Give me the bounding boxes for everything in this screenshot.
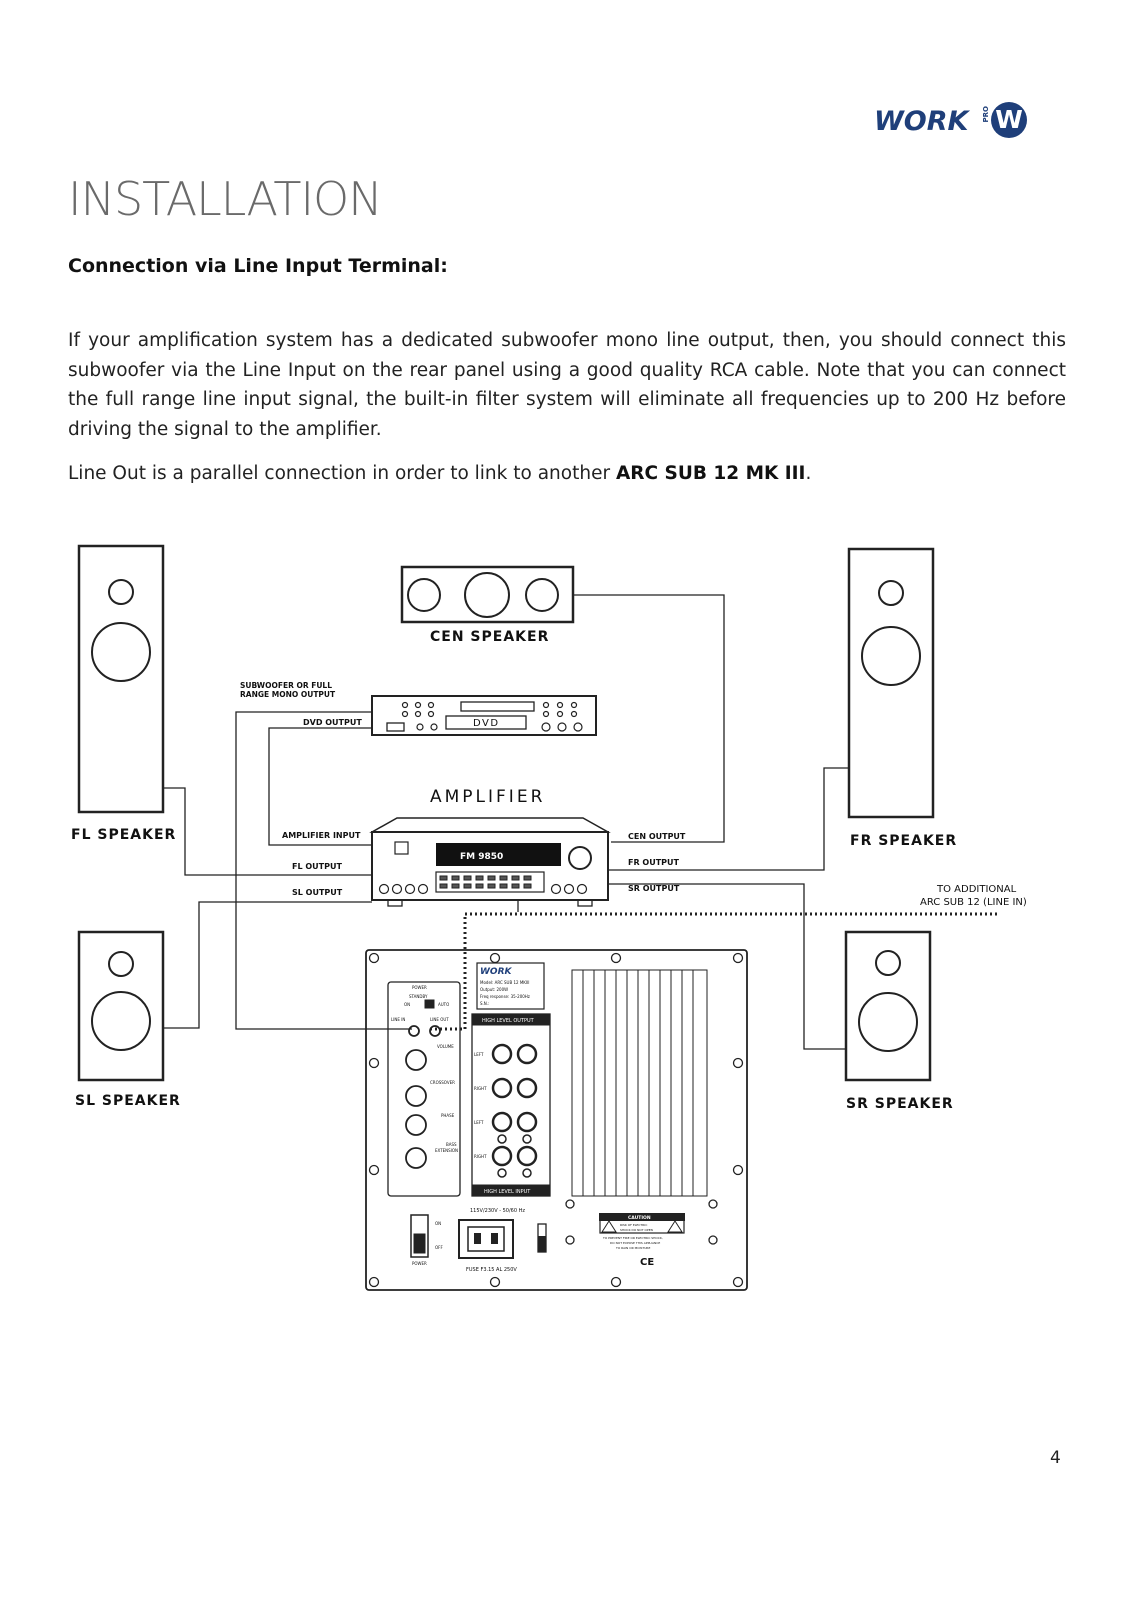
line-in-label: LINE IN bbox=[391, 1017, 405, 1022]
body-paragraph-2: Line Out is a parallel connection in ord… bbox=[68, 459, 1066, 489]
sl-output-label: SL OUTPUT bbox=[292, 888, 343, 897]
voltage-label: 115V/230V - 50/60 Hz bbox=[470, 1208, 525, 1214]
dvd-player-icon bbox=[371, 695, 597, 736]
logo-pro-label: PRO bbox=[982, 106, 990, 123]
sl-speaker-icon bbox=[77, 930, 165, 1082]
warning-line-2: DO NOT EXPOSE THIS APPLIANCE bbox=[610, 1241, 660, 1245]
section-heading: Connection via Line Input Terminal: bbox=[68, 255, 448, 277]
fr-output-label: FR OUTPUT bbox=[628, 858, 680, 867]
subwoofer-rear-panel bbox=[365, 949, 748, 1291]
wiring bbox=[163, 594, 849, 1050]
sr-output-label: SR OUTPUT bbox=[628, 884, 680, 893]
right-out-label: RIGHT bbox=[474, 1086, 487, 1091]
amplifier-input-label: AMPLIFIER INPUT bbox=[282, 831, 361, 840]
panel-output: Output: 200W bbox=[480, 987, 508, 992]
cen-output-label: CEN OUTPUT bbox=[628, 832, 686, 841]
fl-speaker-icon bbox=[77, 544, 165, 814]
panel-logo: WORK bbox=[480, 967, 513, 977]
logo-mark-icon: W bbox=[991, 102, 1027, 138]
connection-diagram: FL SPEAKER FR SPEAKER SL SPEAKER SR SPEA… bbox=[71, 544, 1027, 1291]
phase-label: PHASE bbox=[441, 1113, 455, 1118]
page-number: 4 bbox=[1050, 1448, 1061, 1468]
high-level-input-label: HIGH LEVEL INPUT bbox=[484, 1189, 531, 1195]
standby-label: STANDBY bbox=[409, 994, 428, 999]
caution-line-1: RISK OF ELECTRIC bbox=[620, 1223, 647, 1227]
caution-title: CAUTION bbox=[628, 1215, 651, 1221]
caution-line-2: SHOCK DO NOT OPEN bbox=[620, 1228, 653, 1232]
center-speaker-label: CEN SPEAKER bbox=[430, 629, 549, 645]
page-title: INSTALLATION bbox=[68, 172, 383, 226]
dvd-output-label: DVD OUTPUT bbox=[303, 718, 362, 727]
product-name: ARC SUB 12 MK III bbox=[615, 463, 806, 484]
crossover-label: CROSSOVER bbox=[430, 1080, 455, 1085]
warning-line-3: TO RAIN OR MOISTURE bbox=[615, 1246, 650, 1250]
fl-output-label: FL OUTPUT bbox=[292, 862, 342, 871]
switch-on-label: ON bbox=[435, 1221, 441, 1226]
fl-speaker-label: FL SPEAKER bbox=[71, 827, 176, 843]
panel-freq: Freq response: 35-200Hz bbox=[480, 994, 530, 999]
switch-off-label: OFF bbox=[435, 1245, 443, 1250]
amp-display-text: FM 9850 bbox=[460, 852, 503, 862]
high-level-output-label: HIGH LEVEL OUTPUT bbox=[482, 1018, 535, 1024]
right-in-label: RIGHT bbox=[474, 1154, 487, 1159]
on-label: ON bbox=[404, 1002, 410, 1007]
fuse-label: FUSE F3.15 AL 250V bbox=[466, 1267, 517, 1273]
sr-speaker-label: SR SPEAKER bbox=[846, 1096, 954, 1112]
additional-sub-label-2: ARC SUB 12 (LINE IN) bbox=[920, 897, 1027, 908]
warning-line-1: TO PREVENT FIRE OR ELECTRIC SHOCK, bbox=[602, 1236, 663, 1240]
auto-label: AUTO bbox=[438, 1002, 449, 1007]
sl-speaker-label: SL SPEAKER bbox=[75, 1093, 181, 1109]
bass-ext-label-2: EXTENSION bbox=[435, 1148, 458, 1153]
ce-mark: CE bbox=[640, 1257, 654, 1268]
volume-label: VOLUME bbox=[437, 1044, 454, 1049]
logo-wordmark: WORK bbox=[874, 106, 969, 137]
fr-speaker-icon bbox=[847, 547, 935, 819]
left-in-label: LEFT bbox=[474, 1120, 484, 1125]
sub-output-label-2: RANGE MONO OUTPUT bbox=[240, 690, 336, 699]
panel-model: Model: ARC SUB 12 MKIII bbox=[480, 980, 529, 985]
brand-logo: WORK PRO W bbox=[874, 100, 1044, 148]
line-out-label: LINE OUT bbox=[430, 1017, 449, 1022]
center-speaker-icon bbox=[400, 565, 575, 624]
sub-output-label-1: SUBWOOFER OR FULL bbox=[240, 681, 332, 690]
amplifier-label: AMPLIFIER bbox=[430, 787, 545, 807]
body-paragraph-1: If your amplification system has a dedic… bbox=[68, 330, 1066, 440]
amplifier-icon bbox=[369, 817, 611, 907]
fr-speaker-label: FR SPEAKER bbox=[850, 833, 957, 849]
bass-ext-label-1: BASS bbox=[446, 1142, 457, 1147]
switch-power-label: POWER bbox=[412, 1261, 427, 1266]
power-led-label: POWER bbox=[412, 985, 427, 990]
paragraph2-text: Line Out is a parallel connection in ord… bbox=[68, 463, 616, 484]
panel-sn: S.N.: bbox=[480, 1001, 489, 1006]
paragraph2-end: . bbox=[805, 463, 812, 484]
left-out-label: LEFT bbox=[474, 1052, 484, 1057]
sr-speaker-icon bbox=[844, 930, 932, 1082]
additional-sub-label-1: TO ADDITIONAL bbox=[936, 884, 1017, 895]
dvd-label: DVD bbox=[473, 718, 500, 729]
